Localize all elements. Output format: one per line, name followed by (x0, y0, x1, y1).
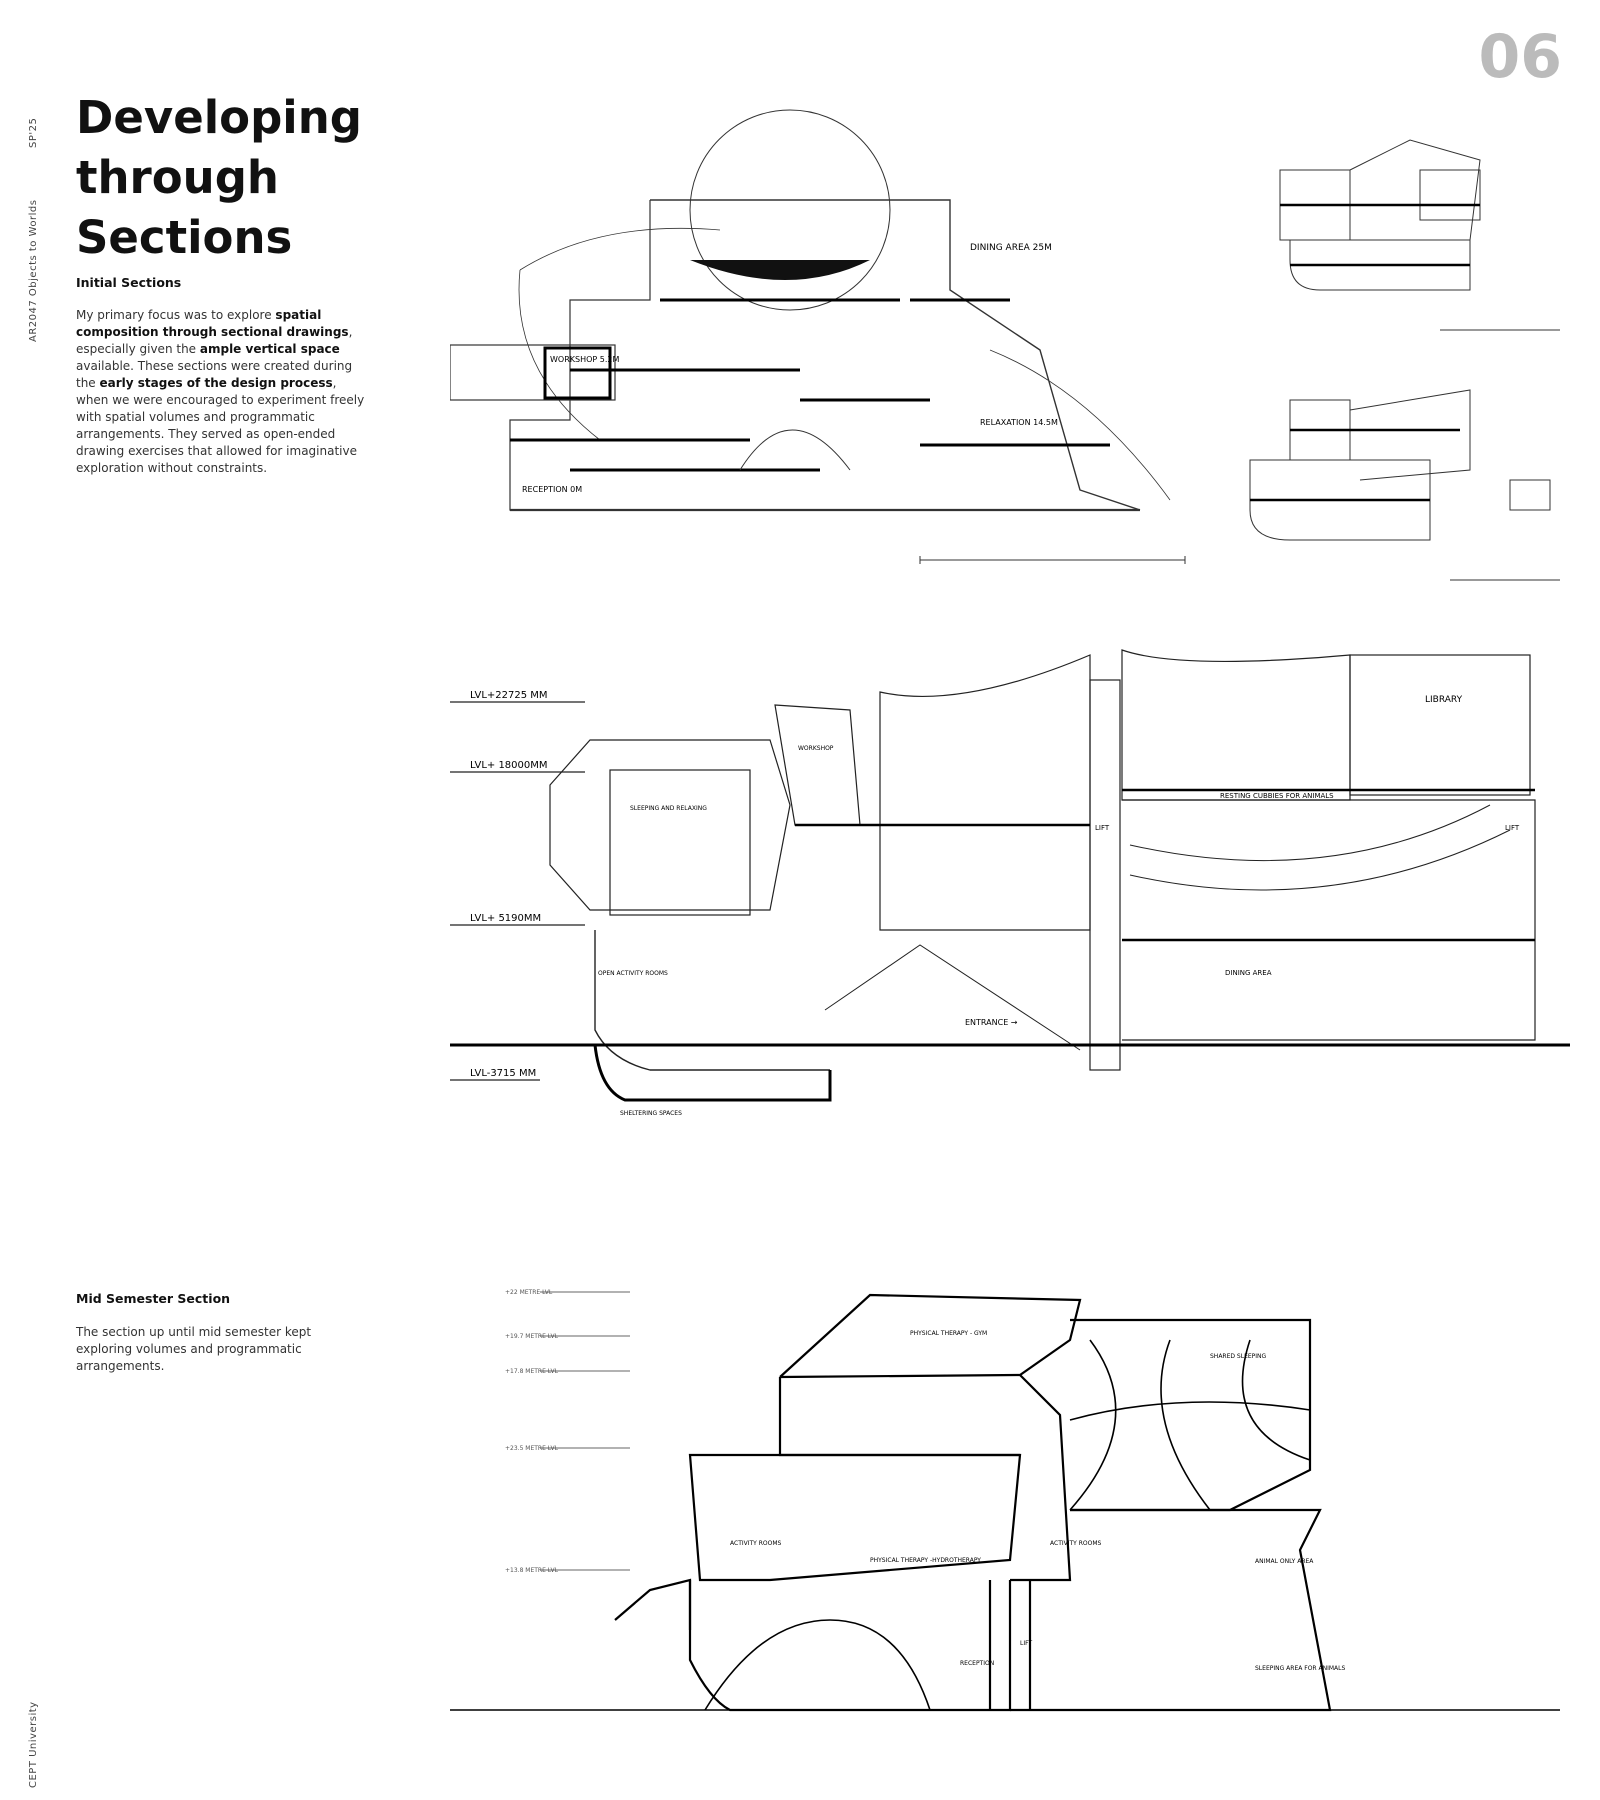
level-label: LVL+ 18000MM (470, 760, 548, 771)
mid-semester-section-drawing: +22 METRE LVL +19.7 METRE LVL +17.8 METR… (450, 1289, 1560, 1712)
page-title: Developing through Sections (76, 88, 362, 268)
text-run: available. These sections were created d… (76, 359, 353, 390)
text-run: My primary focus was to explore (76, 308, 276, 322)
section-label: RESTING CUBBIES FOR ANIMALS (1220, 792, 1334, 800)
mid-semester-heading: Mid Semester Section (76, 1291, 231, 1306)
section-label: SHARED SLEEPING (1210, 1353, 1267, 1360)
section-label: LIFT (1505, 824, 1520, 832)
side-label-term: SP'25 (28, 117, 39, 148)
small-section-sketch (1249, 139, 1560, 581)
section-label: RECEPTION (960, 1660, 994, 1667)
initial-sections-heading: Initial Sections (76, 275, 182, 290)
section-label: SHELTERING SPACES (620, 1110, 682, 1117)
section-label: ACTIVITY ROOMS (730, 1540, 782, 1547)
level-label: LVL+ 5190MM (470, 913, 541, 924)
sketch-label: WORKSHOP 5.2M (550, 355, 619, 364)
level-label: +23.5 METRE LVL (505, 1445, 559, 1452)
main-section-drawing: LVL+22725 MM LVL+ 18000MM LVL+ 5190MM LV… (450, 649, 1570, 1117)
section-label: OPEN ACTIVITY ROOMS (598, 970, 668, 977)
sketch-label: RELAXATION 14.5M (980, 418, 1058, 427)
level-label: +22 METRE LVL (505, 1289, 553, 1296)
level-label: +13.8 METRE LVL (505, 1567, 559, 1574)
section-label: ENTRANCE → (965, 1018, 1018, 1027)
section-label: ACTIVITY ROOMS (1050, 1540, 1102, 1547)
text-run: , especially given the (76, 325, 353, 356)
section-label: DINING AREA (1225, 969, 1272, 977)
page-number: 06 (1478, 22, 1563, 92)
title-line: Developing (76, 91, 362, 144)
text-emphasis: spatial composition through sectional dr… (76, 308, 349, 339)
sketch-label: DINING AREA 25M (970, 243, 1052, 253)
level-label: +17.8 METRE LVL (505, 1368, 559, 1375)
title-line: Sections (76, 211, 293, 264)
level-label: LVL-3715 MM (470, 1068, 536, 1079)
text-emphasis: ample vertical space (199, 342, 340, 356)
section-label: SLEEPING AREA FOR ANIMALS (1255, 1665, 1345, 1672)
title-line: through (76, 151, 279, 204)
section-label: WORKSHOP (798, 745, 834, 752)
initial-sections-text: My primary focus was to explore spatial … (76, 307, 366, 477)
level-label: +19.7 METRE LVL (505, 1333, 559, 1340)
section-label: LIBRARY (1425, 695, 1463, 705)
section-label: PHYSICAL THERAPY - GYM (910, 1330, 987, 1337)
section-label: PHYSICAL THERAPY -HYDROTHERAPY (870, 1557, 981, 1564)
initial-section-sketch: DINING AREA 25M WORKSHOP 5.2M RECEPTION … (450, 109, 1186, 564)
text-emphasis: early stages of the design process (99, 376, 333, 390)
side-label-course: AR2047 Objects to Worlds (28, 199, 39, 342)
section-label: LIFT (1095, 824, 1110, 832)
side-label-university: CEPT University (28, 1701, 39, 1788)
section-label: ANIMAL ONLY AREA (1255, 1558, 1314, 1565)
section-label: LIFT (1020, 1640, 1032, 1647)
section-label: SLEEPING AND RELAXING (630, 805, 707, 812)
sketch-label: RECEPTION 0M (522, 485, 582, 494)
level-label: LVL+22725 MM (470, 690, 548, 701)
mid-semester-text: The section up until mid semester kept e… (76, 1325, 312, 1373)
text-run: , when we were encouraged to experiment … (76, 376, 365, 475)
